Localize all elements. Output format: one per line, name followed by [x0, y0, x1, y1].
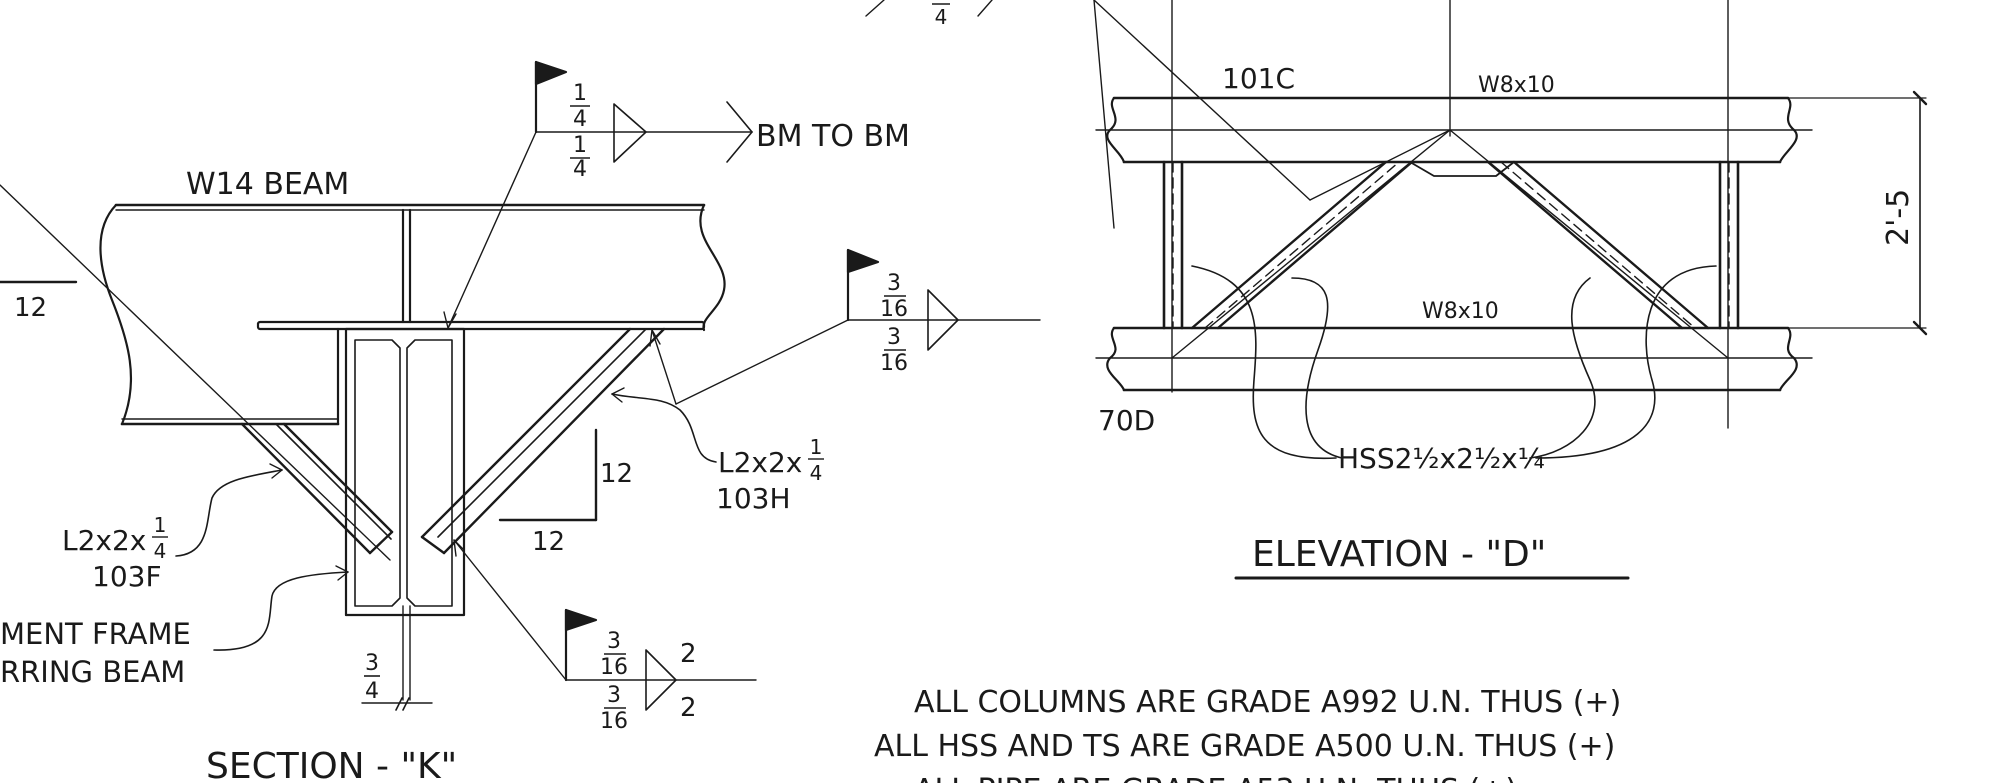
svg-text:3: 3 — [365, 651, 379, 676]
hss-brace-label: HSS2½x2½x¼ — [1338, 442, 1545, 475]
hss-post-right — [1718, 160, 1740, 330]
slope-run: 12 — [532, 527, 565, 557]
hss-brace-right — [1486, 160, 1710, 330]
angle-right-label: L2x2x — [718, 446, 802, 479]
bottom-dimension — [361, 697, 433, 711]
moment-frame-line1: MENT FRAME — [0, 617, 191, 651]
weld1-note: BM TO BM — [756, 119, 910, 154]
svg-text:16: 16 — [880, 351, 908, 376]
left-slope-run: 12 — [14, 293, 47, 323]
weld3-length-top: 2 — [680, 639, 697, 669]
svg-text:4: 4 — [810, 461, 823, 485]
svg-text:3: 3 — [607, 683, 621, 708]
slope-indicator — [498, 428, 598, 522]
svg-text:16: 16 — [880, 297, 908, 322]
weld1-fractions: 1 4 1 4 — [570, 81, 590, 182]
bottom-dim-fraction: 3 4 — [364, 651, 380, 704]
section-cut-line — [0, 184, 391, 561]
right-angle-brace — [420, 327, 666, 555]
weld3-fractions: 3 16 3 16 — [600, 629, 628, 734]
gusset-plate — [1409, 161, 1515, 177]
hss-post-left — [1162, 160, 1184, 330]
svg-text:4: 4 — [154, 539, 167, 563]
angle-left-fraction: 1 4 — [152, 513, 168, 563]
svg-text:4: 4 — [935, 5, 948, 29]
mark-70d: 70D — [1098, 404, 1155, 437]
svg-text:4: 4 — [573, 157, 587, 182]
hss-leaders — [1191, 265, 1717, 460]
svg-text:3: 3 — [607, 629, 621, 654]
svg-text:1: 1 — [810, 435, 823, 459]
weld2-fractions: 3 16 3 16 — [880, 271, 908, 376]
weld-symbol-3 — [453, 539, 757, 711]
top-weld-fragment — [865, 0, 993, 17]
svg-text:16: 16 — [600, 655, 628, 680]
svg-text:3: 3 — [887, 325, 901, 350]
section-k — [0, 60, 1041, 711]
height-dim-label: 2'-5 — [1881, 189, 1916, 246]
slope-rise: 12 — [600, 459, 633, 489]
note-hss: ALL HSS AND TS ARE GRADE A500 U.N. THUS … — [874, 729, 1615, 764]
angle-left-label: L2x2x — [62, 524, 146, 557]
angle-right-mark: 103H — [716, 482, 791, 515]
svg-text:4: 4 — [573, 107, 587, 132]
leader-103h — [611, 393, 717, 463]
section-k-title: SECTION - "K" — [206, 746, 457, 783]
note-pipe: ALL PIPE ARE GRADE A53 U.N. THUS (+) — [914, 773, 1517, 783]
elevation-top-beam — [1106, 96, 1798, 164]
svg-text:3: 3 — [887, 271, 901, 296]
moment-frame-line2: RRING BEAM — [0, 655, 185, 689]
svg-text:1: 1 — [154, 513, 167, 537]
elevation-d-title: ELEVATION - "D" — [1252, 534, 1546, 575]
elevation-top-beam-label: W8x10 — [1478, 73, 1555, 98]
connection-plate — [336, 327, 466, 701]
height-dimension — [1781, 90, 1928, 336]
weld3-length-bottom: 2 — [680, 693, 697, 723]
weld-symbol-2 — [649, 248, 1041, 405]
left-angle-brace — [240, 422, 394, 555]
weld-symbol-1 — [443, 60, 753, 329]
w14-beam — [99, 203, 726, 426]
leader-moment-frame — [213, 571, 349, 651]
w14-beam-label: W14 BEAM — [186, 167, 349, 202]
elevation-bottom-beam — [1106, 326, 1798, 392]
carrying-beam-flange — [256, 320, 706, 331]
svg-text:1: 1 — [573, 81, 587, 106]
leader-103f — [175, 469, 283, 557]
note-columns: ALL COLUMNS ARE GRADE A992 U.N. THUS (+) — [914, 685, 1621, 720]
angle-right-fraction: 1 4 — [808, 435, 824, 485]
elevation-bottom-beam-label: W8x10 — [1422, 299, 1499, 324]
hss-brace-left — [1190, 160, 1414, 330]
elevation-d — [865, 0, 1928, 580]
top-fraction-fragment: 4 — [932, 3, 950, 29]
svg-text:16: 16 — [600, 709, 628, 734]
svg-text:4: 4 — [365, 679, 379, 704]
angle-left-mark: 103F — [92, 560, 162, 593]
svg-text:1: 1 — [573, 133, 587, 158]
mark-101c: 101C — [1222, 62, 1295, 95]
